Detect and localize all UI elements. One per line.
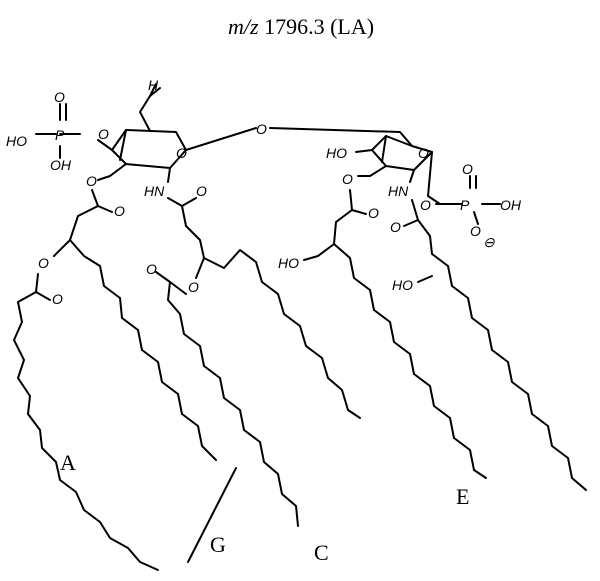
chain-label-a: A — [60, 450, 76, 475]
title-value: 1796.3 (LA) — [259, 14, 374, 39]
phosphate-left-p: P — [55, 127, 65, 143]
right-phosphate-p: P — [460, 197, 470, 213]
right-ring-oxygen: O — [418, 145, 429, 161]
right-ester-oh-bond — [303, 255, 319, 261]
phosphate-left-oh-2: OH — [50, 157, 72, 173]
left-n-link — [167, 167, 171, 183]
chain-c-zigzag — [179, 313, 299, 527]
right-sugar-ho: HO — [326, 145, 347, 161]
phosphate-left-bonds — [35, 103, 113, 159]
chain-e-acyl-head — [403, 199, 449, 267]
chain-e-zigzag — [447, 265, 587, 491]
chain-c-beta-o-link — [195, 257, 205, 279]
chain-g-carbonyl-o: O — [52, 291, 63, 307]
chain-label-g: G — [210, 532, 226, 557]
chain-label-e: E — [456, 484, 469, 509]
chain-a-zigzag — [13, 301, 159, 571]
left-ring-front-edge — [119, 129, 127, 161]
left-ester-o: O — [86, 173, 97, 189]
separator-line — [187, 467, 237, 563]
phosphate-left-ester-o: O — [98, 126, 109, 142]
right-ester-carbonyl-o: O — [368, 205, 379, 221]
right-phosphate-ester-o: O — [420, 197, 431, 213]
chain-label-c: C — [314, 540, 329, 565]
chain-g-acyl-head — [17, 273, 51, 303]
chain-c-branch-acyl — [155, 271, 187, 315]
chain-e-carbonyl-o: O — [390, 219, 401, 235]
right-ester-link — [357, 165, 387, 177]
chain-a-beta-o-link — [53, 239, 71, 257]
right-phosphate-oh: OH — [500, 197, 522, 213]
chain-c2-zigzag — [223, 249, 361, 419]
glycosidic-bond-right — [269, 127, 413, 147]
right-ester-acyl-head — [317, 189, 367, 257]
left-amide-hn: HN — [144, 183, 165, 199]
right-ester-chain-zigzag — [333, 243, 487, 479]
right-phosphate-bonds — [435, 175, 501, 225]
chain-c-carbonyl-o: O — [196, 183, 207, 199]
chain-c-acyl-head — [167, 197, 225, 269]
right-amide-hn: HN — [388, 183, 409, 199]
right-ester-beta-ho: HO — [278, 255, 299, 271]
hydroxyl-h: H — [148, 77, 159, 93]
right-n-link — [409, 169, 415, 183]
left-ester-link — [97, 163, 127, 181]
left-ring-oxygen: O — [176, 145, 187, 161]
chain-a-beta-o: O — [38, 255, 49, 271]
chain-a-acyl-head — [69, 189, 113, 267]
right-phosphate-link — [427, 151, 441, 205]
figure-title: m/z 1796.3 (LA) — [228, 14, 374, 39]
chain-c-beta-o: O — [188, 279, 199, 295]
right-ho-bond — [355, 149, 373, 153]
chain-e-oh-bond — [417, 275, 433, 283]
negative-charge: ⊖ — [483, 234, 495, 250]
phosphate-left-double-o: O — [54, 89, 65, 105]
ho-bond — [149, 83, 157, 97]
glycosidic-oxygen: O — [256, 121, 267, 137]
chain-a-carbonyl-o: O — [114, 203, 125, 219]
right-phosphate-o: O — [470, 223, 481, 239]
chain-c-branch-carbonyl-o: O — [146, 261, 157, 277]
chain-g-zigzag — [99, 265, 217, 461]
ch2oh-bond — [139, 87, 161, 132]
glycosidic-bond-left — [185, 127, 257, 151]
right-ring-front-edge — [381, 135, 387, 163]
right-ester-o: O — [342, 171, 353, 187]
title-mz: m/z — [228, 14, 259, 39]
phosphate-left-oh-1: HO — [6, 133, 27, 149]
chain-e-beta-ho: HO — [392, 277, 413, 293]
right-phosphate-double-o: O — [462, 161, 473, 177]
